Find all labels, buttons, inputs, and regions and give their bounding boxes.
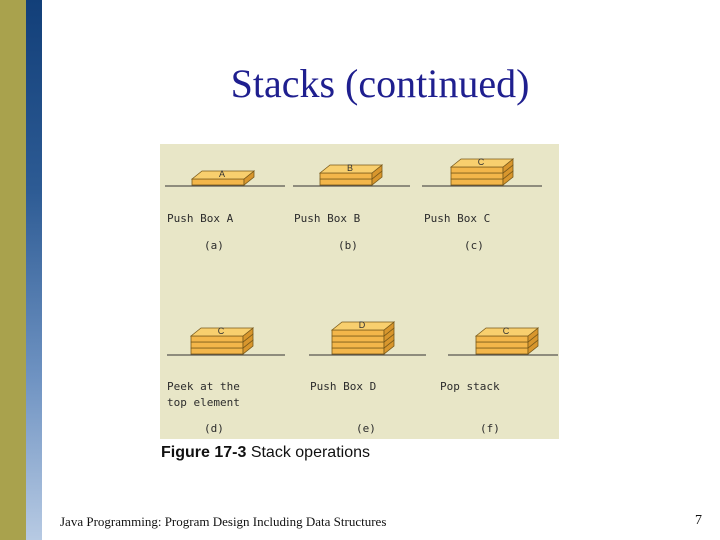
panel-tag: (b) [338, 239, 358, 252]
stack-box-letter: D [359, 320, 366, 330]
stack-operations-figure: A Push Box A (a) B Push Box B (b) C Push Box C (… [160, 144, 559, 439]
stack-box-top [449, 158, 515, 168]
stack-operations-diagram: A Push Box A (a) B Push Box B (b) C Push Box C (… [165, 157, 558, 435]
figure-caption-text: Stack operations [250, 444, 370, 461]
stack-box-top [190, 170, 256, 180]
slide-footer: Java Programming: Program Design Includi… [60, 514, 387, 529]
operation-label: Push Box B [294, 212, 361, 225]
stack-box [475, 341, 529, 349]
stack-box [319, 178, 373, 186]
stack-box [190, 347, 244, 355]
operation-label: Peek at the [167, 380, 240, 393]
operation-label: Pop stack [440, 380, 500, 393]
stack-panel-f: C Pop stack (f) [440, 326, 558, 435]
stack-panel-b: B Push Box B (b) [293, 163, 410, 252]
stack-box-top [318, 164, 384, 174]
panel-tag: (a) [204, 239, 224, 252]
panel-tag: (e) [356, 422, 376, 435]
panel-tag: (f) [480, 422, 500, 435]
stack-box-letter: C [503, 326, 510, 336]
left-decor-bar-olive [0, 0, 26, 540]
stack-box [331, 347, 385, 355]
stack-panel-a: A Push Box A (a) [165, 169, 285, 252]
stack-box-top [474, 327, 540, 337]
left-decor-bar-blue [26, 0, 42, 540]
stack-box-letter: B [347, 163, 353, 173]
stack-box [450, 178, 504, 186]
operation-label: Push Box D [310, 380, 376, 393]
stack-panel-e: D Push Box D (e) [309, 320, 426, 435]
stack-box-top [189, 327, 255, 337]
stack-box-letter: C [478, 157, 485, 167]
figure-caption-label: Figure 17-3 [161, 444, 247, 461]
stack-box [475, 347, 529, 355]
stack-panel-c: C Push Box C (c) [422, 157, 542, 252]
panel-tag: (c) [464, 239, 484, 252]
stack-box [191, 178, 245, 186]
stack-box-top [330, 321, 396, 331]
slide-title: Stacks (continued) [230, 61, 530, 106]
stack-box [331, 335, 385, 343]
page-number: 7 [695, 513, 702, 528]
operation-label-line2: top element [167, 396, 240, 409]
stack-box [190, 341, 244, 349]
stack-box-letter: A [219, 169, 225, 179]
stack-box-letter: C [218, 326, 225, 336]
stack-panel-d: C Peek at the top element (d) [167, 326, 285, 435]
panel-tag: (d) [204, 422, 224, 435]
stack-box [319, 172, 373, 180]
operation-label: Push Box A [167, 212, 234, 225]
stack-box [190, 335, 244, 343]
operation-label: Push Box C [424, 212, 490, 225]
stack-box [331, 341, 385, 349]
stack-box [331, 329, 385, 337]
stack-box [450, 166, 504, 174]
stack-box [475, 335, 529, 343]
figure-caption: Figure 17-3 Stack operations [161, 444, 370, 462]
stack-box [450, 172, 504, 180]
